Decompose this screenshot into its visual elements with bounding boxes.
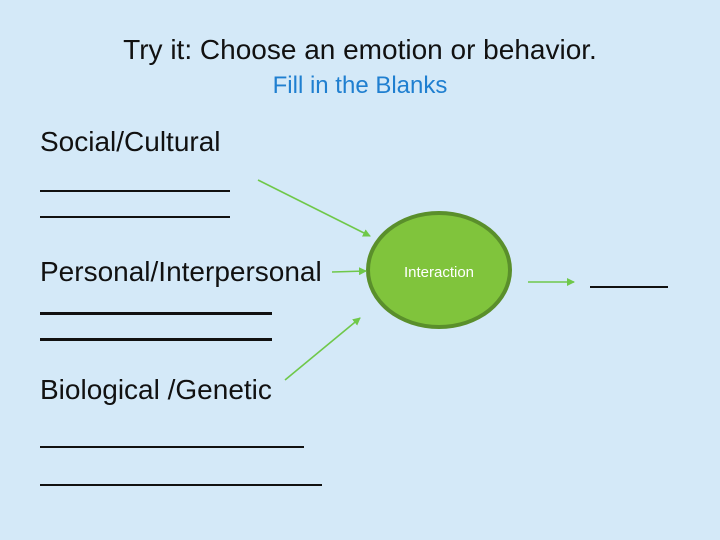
factor-label-biological-genetic: Biological /Genetic: [40, 374, 272, 405]
arrow-social-to-interaction: [257, 179, 371, 237]
answer-blank-biological-2: [40, 484, 322, 486]
interaction-circle: [366, 211, 512, 329]
interaction-label: Interaction: [403, 264, 475, 281]
factor-label-personal-interpersonal: Personal/Interpersonal: [40, 256, 322, 287]
answer-blank-personal-1: [40, 312, 272, 315]
slide-subtitle: Fill in the Blanks: [272, 72, 448, 99]
answer-blank-social-1: [40, 190, 230, 192]
arrow-personal-to-interaction: [331, 267, 367, 276]
slide-title: Try it: Choose an emotion or behavior.: [123, 34, 597, 65]
outcome-blank: [590, 286, 668, 288]
arrow-biological-to-interaction: [284, 317, 361, 381]
answer-blank-biological-1: [40, 446, 304, 448]
answer-blank-personal-2: [40, 338, 272, 341]
answer-blank-social-2: [40, 216, 230, 218]
factor-label-social-cultural: Social/Cultural: [40, 126, 221, 157]
